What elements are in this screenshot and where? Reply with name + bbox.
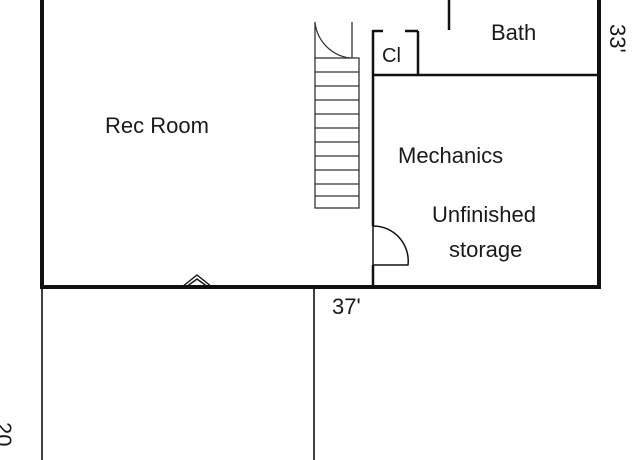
- exterior-walls: [40, 0, 601, 289]
- width-dimension-label: 37': [332, 294, 361, 319]
- storage-door: [372, 225, 409, 266]
- interior-walls: [371, 0, 599, 287]
- unfinished-label: Unfinished: [432, 202, 536, 227]
- bath-label: Bath: [491, 20, 536, 45]
- depth-dimension-label: 33': [605, 24, 630, 53]
- lower-left-dimension-label: 20: [0, 422, 16, 446]
- lower-level-walls: [41, 287, 315, 460]
- rec-room-label: Rec Room: [105, 113, 209, 138]
- storage-label: storage: [449, 237, 522, 262]
- mechanics-label: Mechanics: [398, 143, 503, 168]
- opening-marker: [181, 274, 213, 288]
- closet-label: Cl: [382, 45, 401, 67]
- stairs: [314, 21, 360, 209]
